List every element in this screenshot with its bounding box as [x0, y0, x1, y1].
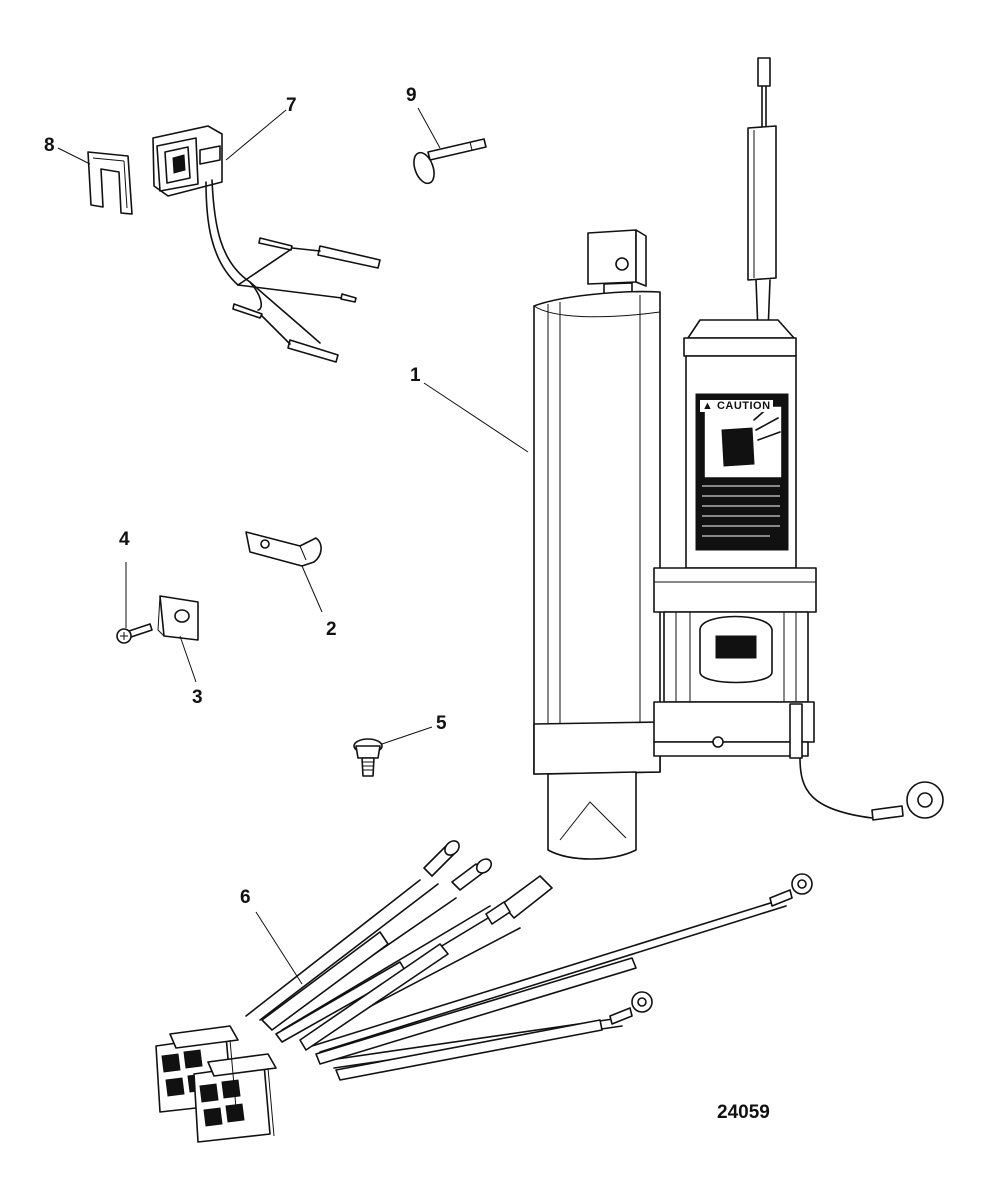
- callout-2: 2: [326, 619, 337, 640]
- part-7-switch: [152, 125, 381, 363]
- part-4-screw: [116, 623, 153, 644]
- caution-label: CAUTION: [716, 400, 771, 412]
- caution-heading: ▲ CAUTION: [700, 400, 773, 412]
- callout-6: 6: [240, 887, 251, 908]
- part-6-harness: [155, 840, 813, 1143]
- part-9-pin: [413, 138, 487, 185]
- part-8-clip: [87, 151, 133, 215]
- callout-7: 7: [286, 95, 297, 116]
- callout-4: 4: [119, 529, 130, 550]
- part-1-pump: [533, 57, 944, 860]
- leader-lines: [57, 107, 529, 985]
- callout-8: 8: [44, 135, 55, 156]
- caution-text-lines: [702, 485, 780, 537]
- callout-5: 5: [436, 713, 447, 734]
- part-5-bolt: [353, 738, 383, 777]
- part-2-clamp: [245, 531, 322, 567]
- caution-triangle-icon: ▲: [702, 400, 714, 412]
- callout-9: 9: [406, 85, 417, 106]
- callout-3: 3: [192, 687, 203, 708]
- part-3-plate: [157, 595, 199, 641]
- figure-number: 24059: [717, 1102, 770, 1123]
- callout-1: 1: [410, 365, 421, 386]
